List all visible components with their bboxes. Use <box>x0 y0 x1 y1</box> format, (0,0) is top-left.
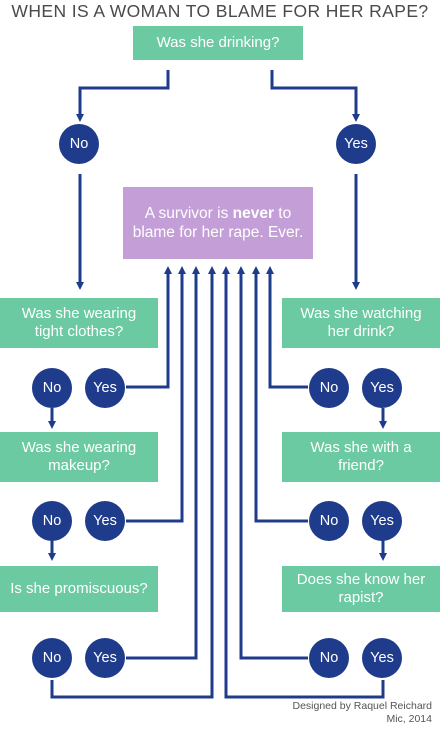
credit-publisher: Mic, 2014 <box>386 713 432 725</box>
question-box-promiscuous: Is she promiscuous? <box>0 566 158 612</box>
l2-yes-circle: Yes <box>85 501 125 541</box>
connector-r3-yes <box>222 266 385 699</box>
result-box: A survivor is never to blame for her rap… <box>123 187 313 259</box>
r3-yes-circle: Yes <box>362 638 402 678</box>
l1-yes-circle: Yes <box>85 368 125 408</box>
connector-r3-no <box>237 266 308 660</box>
connector-l3-yes <box>126 266 200 660</box>
r1-yes-circle: Yes <box>362 368 402 408</box>
result-text: A survivor is never to blame for her rap… <box>132 205 304 241</box>
question-box-know-rapist: Does she know her rapist? <box>282 566 440 612</box>
l3-yes-circle: Yes <box>85 638 125 678</box>
start-question-box: Was she drinking? <box>133 26 303 60</box>
start-no-circle: No <box>59 124 99 164</box>
r2-no-circle: No <box>309 501 349 541</box>
credit: Designed by Raquel Reichard Mic, 2014 <box>293 700 433 726</box>
r3-no-circle: No <box>309 638 349 678</box>
connector-r1-no <box>266 266 308 389</box>
r1-no-circle: No <box>309 368 349 408</box>
question-box-with-friend: Was she with a friend? <box>282 432 440 482</box>
l1-no-circle: No <box>32 368 72 408</box>
connector-l2-yes <box>126 266 186 523</box>
question-box-makeup: Was she wearing makeup? <box>0 432 158 482</box>
l3-no-circle: No <box>32 638 72 678</box>
question-box-watching-drink: Was she watching her drink? <box>282 298 440 348</box>
connector-start-yes <box>270 70 360 122</box>
page-title: WHEN IS A WOMAN TO BLAME FOR HER RAPE? <box>11 1 429 21</box>
start-yes-circle: Yes <box>336 124 376 164</box>
connector-l1-yes <box>126 266 172 389</box>
l2-no-circle: No <box>32 501 72 541</box>
connector-start-no <box>76 70 170 122</box>
connector-l3-no <box>50 266 216 699</box>
question-box-tight-clothes: Was she wearing tight clothes? <box>0 298 158 348</box>
r2-yes-circle: Yes <box>362 501 402 541</box>
credit-designer: Designed by Raquel Reichard <box>292 700 433 712</box>
connector-r2-no <box>252 266 308 523</box>
